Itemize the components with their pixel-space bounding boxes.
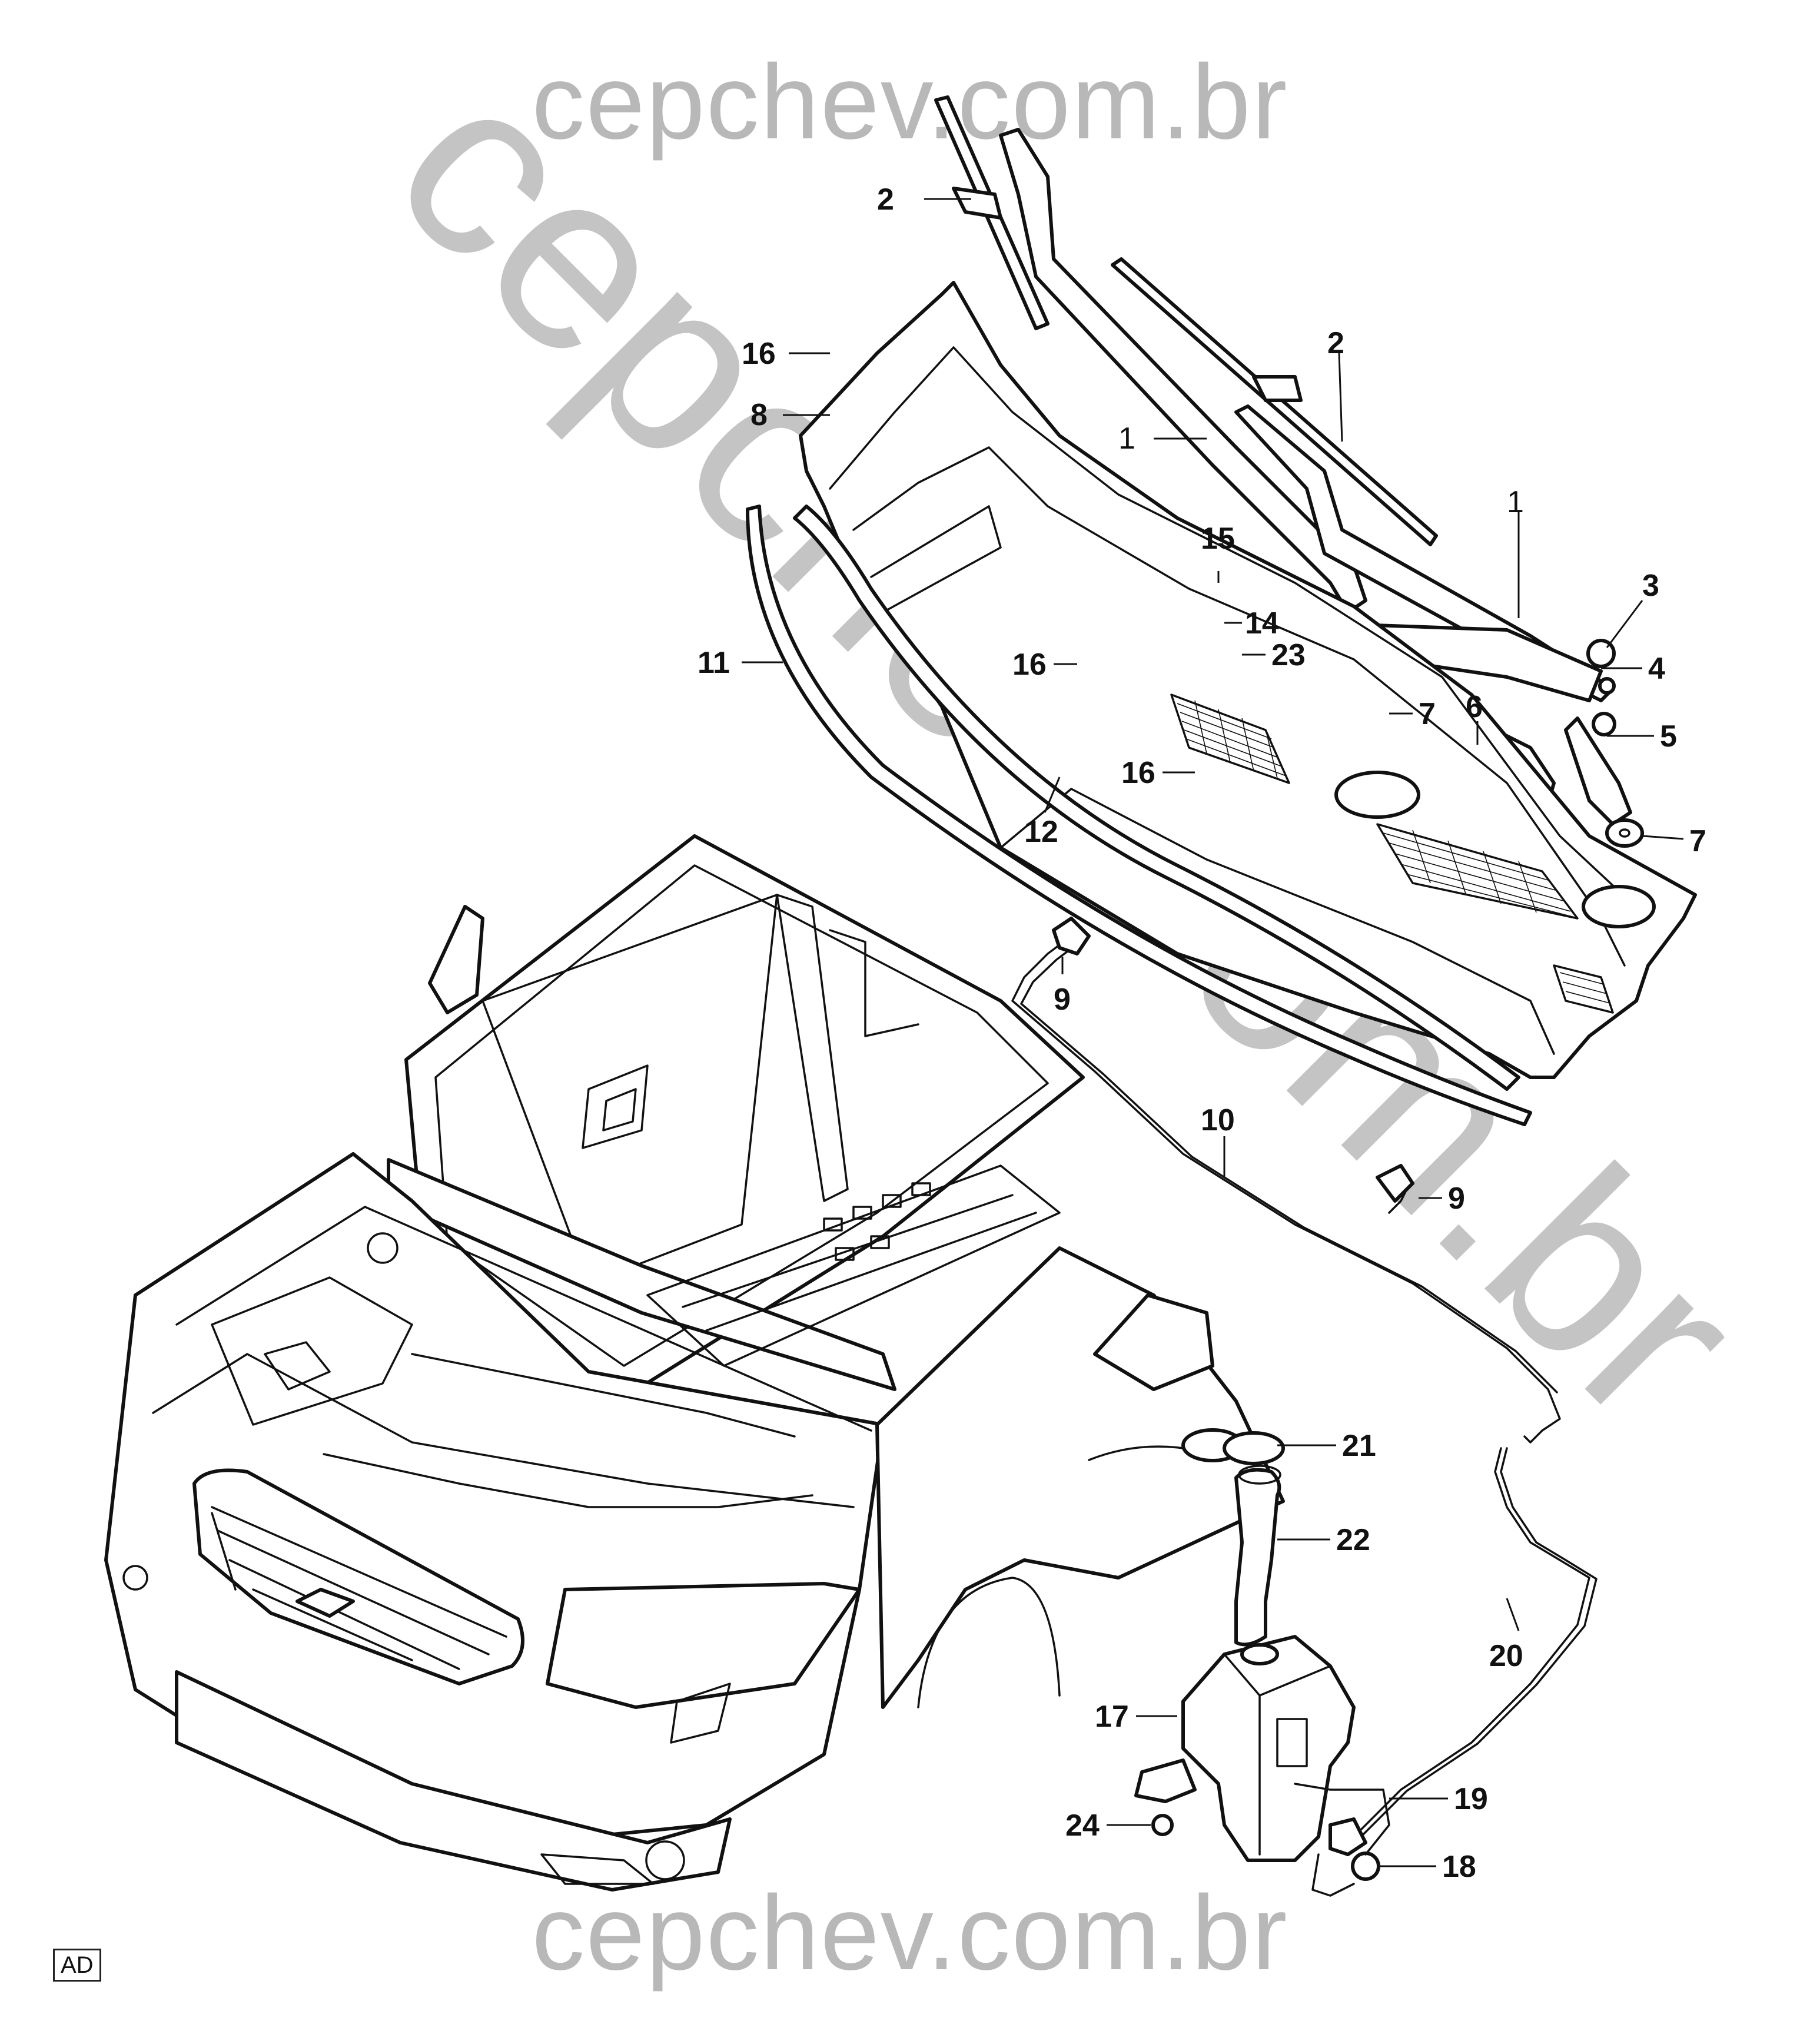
callout-24: 24	[1065, 1809, 1100, 1843]
callout-1-right: 1	[1507, 485, 1524, 519]
callout-8: 8	[750, 398, 768, 432]
callout-1-left: 1	[1118, 422, 1135, 456]
callout-2-right: 2	[1327, 326, 1344, 360]
callout-7-right: 7	[1689, 824, 1706, 858]
callout-23: 23	[1271, 638, 1306, 672]
callout-9-upper: 9	[1054, 983, 1071, 1017]
callout-21: 21	[1342, 1429, 1376, 1463]
callout-16-lower: 16	[1121, 756, 1155, 790]
vehicle-front-body	[104, 834, 1285, 1892]
callout-22: 22	[1336, 1523, 1370, 1557]
watermark-top: cepchev.com.br	[532, 43, 1288, 161]
callout-15: 15	[1201, 522, 1235, 556]
callout-7-left: 7	[1419, 697, 1436, 731]
callout-16-top: 16	[742, 337, 776, 371]
cowl-seals	[746, 505, 1532, 1126]
cowl-panel	[799, 281, 1697, 1079]
callout-17: 17	[1095, 1700, 1129, 1734]
callout-10: 10	[1201, 1103, 1235, 1137]
callout-18: 18	[1442, 1850, 1476, 1884]
cowl-vent-grille-left	[1170, 694, 1290, 784]
callout-12: 12	[1024, 815, 1058, 849]
callout-19: 19	[1454, 1782, 1488, 1816]
callout-6: 6	[1466, 690, 1483, 724]
callout-14: 14	[1245, 606, 1279, 641]
callout-numbers: 2 2 1 1 3 4 5 6 7 7 8 16 16 16 15 14 23 …	[698, 182, 1706, 1884]
callout-16-middle: 16	[1012, 648, 1047, 682]
leader-lines	[742, 198, 1684, 1867]
callout-2-left: 2	[877, 182, 894, 217]
diagram-code-tag: AD	[53, 1949, 101, 1982]
callout-20: 20	[1489, 1639, 1523, 1673]
callout-3: 3	[1642, 569, 1659, 603]
callout-4: 4	[1648, 652, 1665, 686]
cowl-vent-grille-right	[1376, 823, 1614, 1014]
washer-reservoir	[1134, 1428, 1390, 1897]
washer-hoses	[1011, 917, 1598, 1839]
watermark-bottom: cepchev.com.br	[532, 1874, 1288, 1992]
callout-11: 11	[698, 646, 730, 680]
callout-5: 5	[1660, 719, 1677, 754]
callout-9-lower: 9	[1448, 1182, 1465, 1216]
